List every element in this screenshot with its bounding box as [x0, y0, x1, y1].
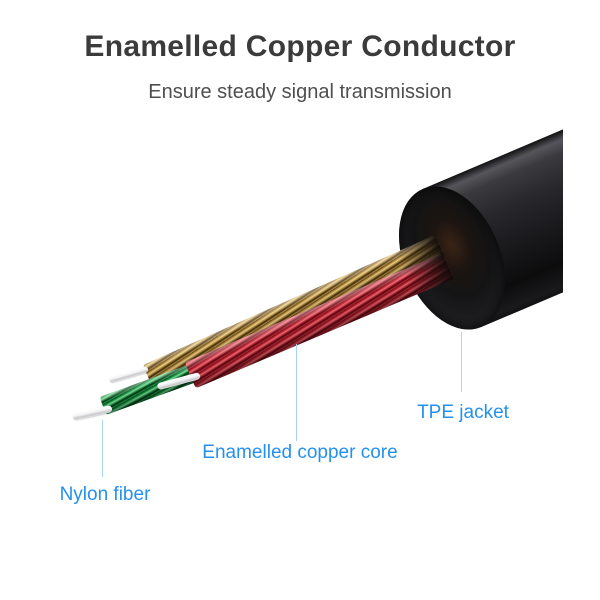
copper-strand-bundle-red	[184, 253, 454, 389]
annotation-copper-core: Enamelled copper core	[202, 442, 398, 463]
nylon-fiber-tip-bottom	[72, 405, 113, 421]
annotation-nylon-fiber: Nylon fiber	[59, 484, 151, 505]
leader-line-tpe-jacket	[461, 332, 462, 392]
page-subtitle: Ensure steady signal transmission	[148, 81, 452, 103]
page-title: Enamelled Copper Conductor	[84, 30, 516, 63]
annotation-tpe-jacket: TPE jacket	[417, 402, 509, 423]
cable-illustration	[0, 100, 563, 440]
leader-line-nylon-fiber	[102, 420, 103, 477]
leader-line-copper-core	[296, 344, 297, 441]
